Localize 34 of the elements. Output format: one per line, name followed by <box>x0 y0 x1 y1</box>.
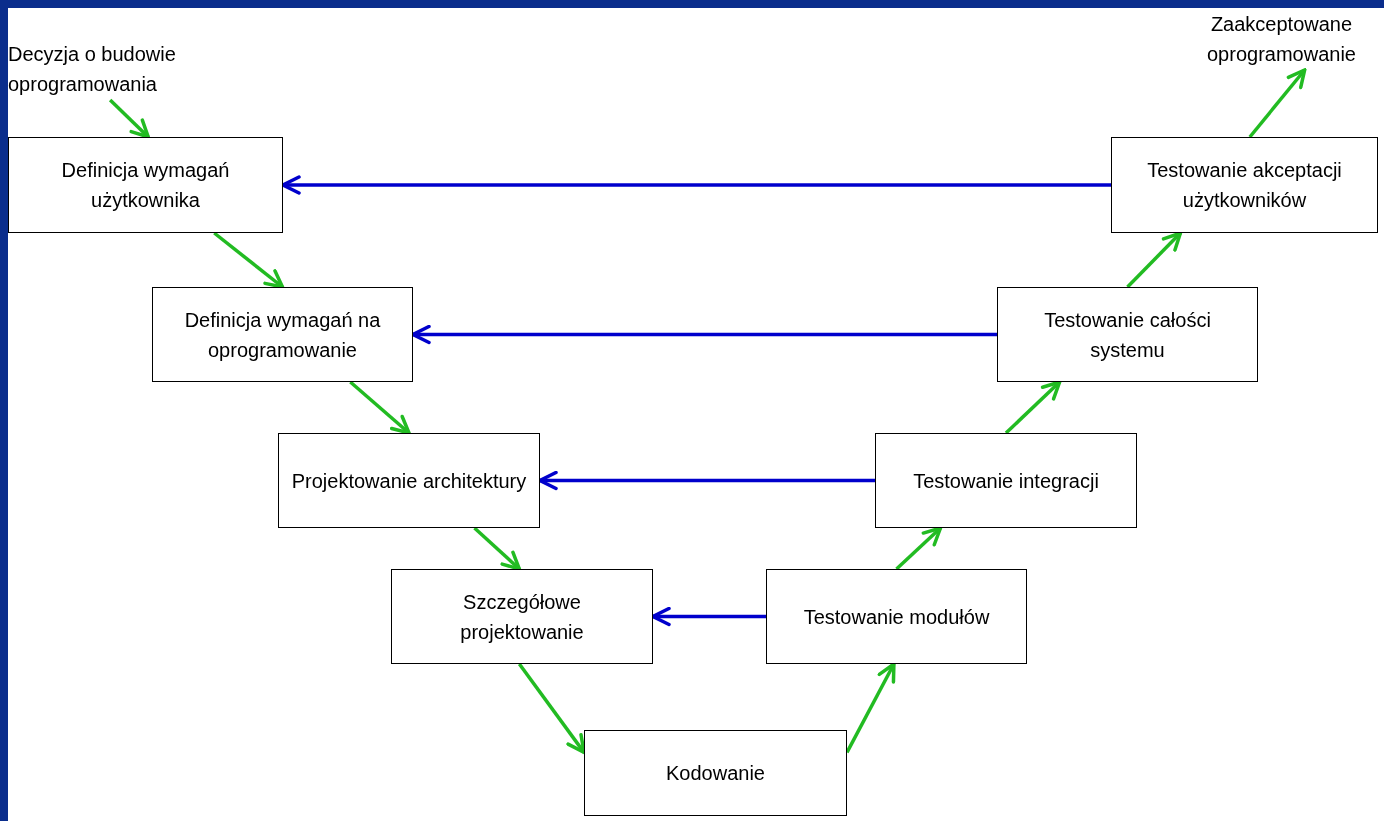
arrow <box>538 470 875 491</box>
arrow <box>895 526 943 571</box>
flow-label: Zaakceptowane oprogramowanie <box>1206 12 1357 67</box>
arrow <box>213 231 285 289</box>
process-box <box>766 569 1027 664</box>
box-label: Testowanie całości systemu <box>1043 307 1212 363</box>
box-label: Kodowanie <box>665 761 766 786</box>
arrow <box>1004 380 1062 435</box>
process-box <box>278 433 540 528</box>
box-label: Testowanie integracji <box>912 468 1100 494</box>
arrow <box>108 98 150 139</box>
box-label: Testowanie modułów <box>802 604 991 630</box>
box-label: Definicja wymagań na oprogramowanie <box>183 307 382 363</box>
process-box <box>997 287 1258 382</box>
arrow <box>651 606 766 627</box>
box-label: Szczegółowe projektowanie <box>459 589 585 645</box>
flow-label: Decyzja o budowie oprogramowania <box>8 42 177 97</box>
box-label: Definicja wymagań użytkownika <box>60 158 231 213</box>
process-box <box>875 433 1137 528</box>
process-box <box>8 137 283 233</box>
process-box <box>391 569 653 664</box>
arrow <box>281 175 1111 195</box>
box-label: Testowanie akceptacji użytkowników <box>1146 158 1343 213</box>
box-label: Projektowanie architektury <box>290 468 528 494</box>
process-box <box>152 287 413 382</box>
arrow <box>349 380 411 435</box>
process-box <box>584 730 847 816</box>
arrow <box>1248 68 1307 139</box>
process-box <box>1111 137 1378 233</box>
arrow <box>473 526 522 571</box>
arrow <box>411 324 997 345</box>
arrow <box>517 662 586 755</box>
arrow <box>1126 231 1183 289</box>
arrow <box>845 662 896 754</box>
